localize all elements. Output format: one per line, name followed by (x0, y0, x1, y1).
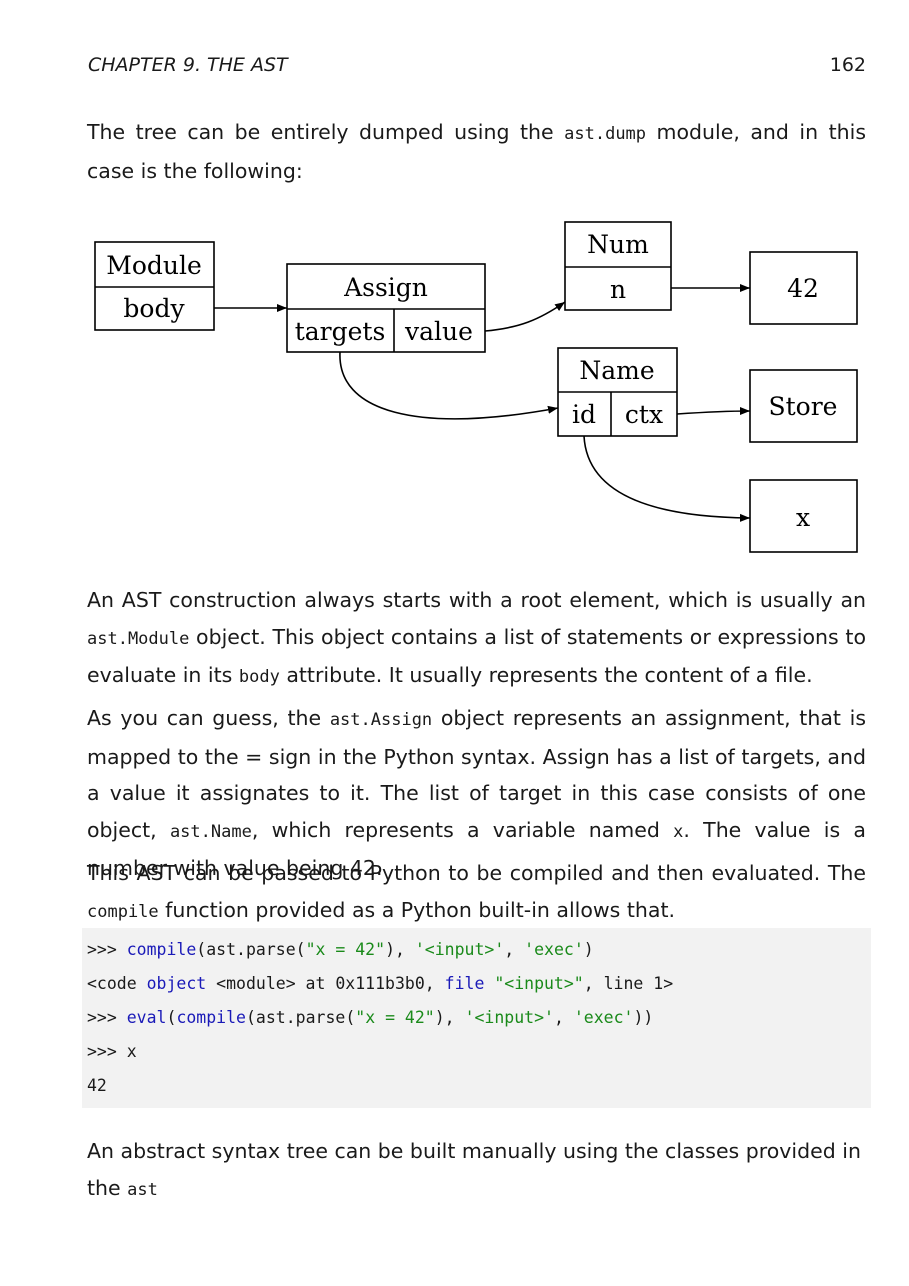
code-line-4: >>> x (87, 1042, 137, 1061)
intro-text-end: module, and in this case is the followin… (87, 120, 866, 183)
name-field-id: id (572, 400, 596, 429)
edge-ctx-store (676, 407, 751, 416)
code-block: >>> compile(ast.parse("x = 42"), '<input… (82, 928, 871, 1108)
paragraph-compile: This AST can be passed to Python to be c… (87, 861, 866, 922)
assign-field-targets: targets (295, 317, 386, 346)
chapter-title: CHAPTER 9. THE AST (88, 54, 288, 76)
code-line-3: >>> eval(compile(ast.parse("x = 42"), '<… (87, 1008, 654, 1027)
module-field-body: body (123, 294, 185, 323)
module-title: Module (106, 251, 202, 280)
inline-code-ast: ast (127, 1179, 158, 1200)
paragraph-manual-ast: An abstract syntax tree can be built man… (87, 1139, 861, 1200)
x-label: x (796, 503, 810, 532)
ast-tree-diagram: Module body Assign targets value Num n N… (94, 221, 858, 553)
num-field-n: n (610, 275, 626, 304)
num-value-label: 42 (787, 274, 819, 303)
num-title: Num (587, 230, 649, 259)
page-number: 162 (829, 54, 866, 76)
store-box (749, 369, 858, 443)
inline-code-ast-name: ast.Name (169, 821, 252, 842)
page-header: CHAPTER 9. THE AST 162 (88, 54, 866, 82)
name-field-ctx: ctx (625, 400, 663, 429)
edge-targets-name (339, 351, 559, 420)
paragraph-module: An AST construction always starts with a… (87, 588, 866, 687)
inline-code-ast-dump: ast.dump (564, 124, 647, 144)
assign-title: Assign (343, 273, 428, 302)
intro-paragraph: The tree can be entirely dumped using th… (87, 114, 866, 189)
inline-code-compile: compile (87, 901, 159, 922)
inline-code-ast-assign: ast.Assign (329, 710, 433, 730)
name-node (557, 347, 678, 437)
assign-field-value: value (404, 317, 473, 346)
code-line-5: 42 (87, 1076, 107, 1095)
store-label: Store (769, 392, 838, 421)
code-line-2: <code object <module> at 0x111b3b0, file… (87, 974, 674, 993)
name-title: Name (579, 356, 654, 385)
intro-text: The tree can be entirely dumped using th… (87, 120, 565, 144)
edge-value-num (484, 301, 566, 332)
x-box (749, 479, 858, 553)
module-node (94, 241, 215, 331)
num-node (564, 221, 672, 311)
edge-id-x (583, 435, 751, 522)
inline-code-x: x (673, 821, 684, 842)
paragraph-assign: As you can guess, the ast.Assign object … (87, 706, 867, 880)
inline-code-ast-module: ast.Module (87, 628, 190, 649)
inline-code-body: body (238, 667, 280, 687)
code-line-1: >>> compile(ast.parse("x = 42"), '<input… (87, 940, 594, 959)
